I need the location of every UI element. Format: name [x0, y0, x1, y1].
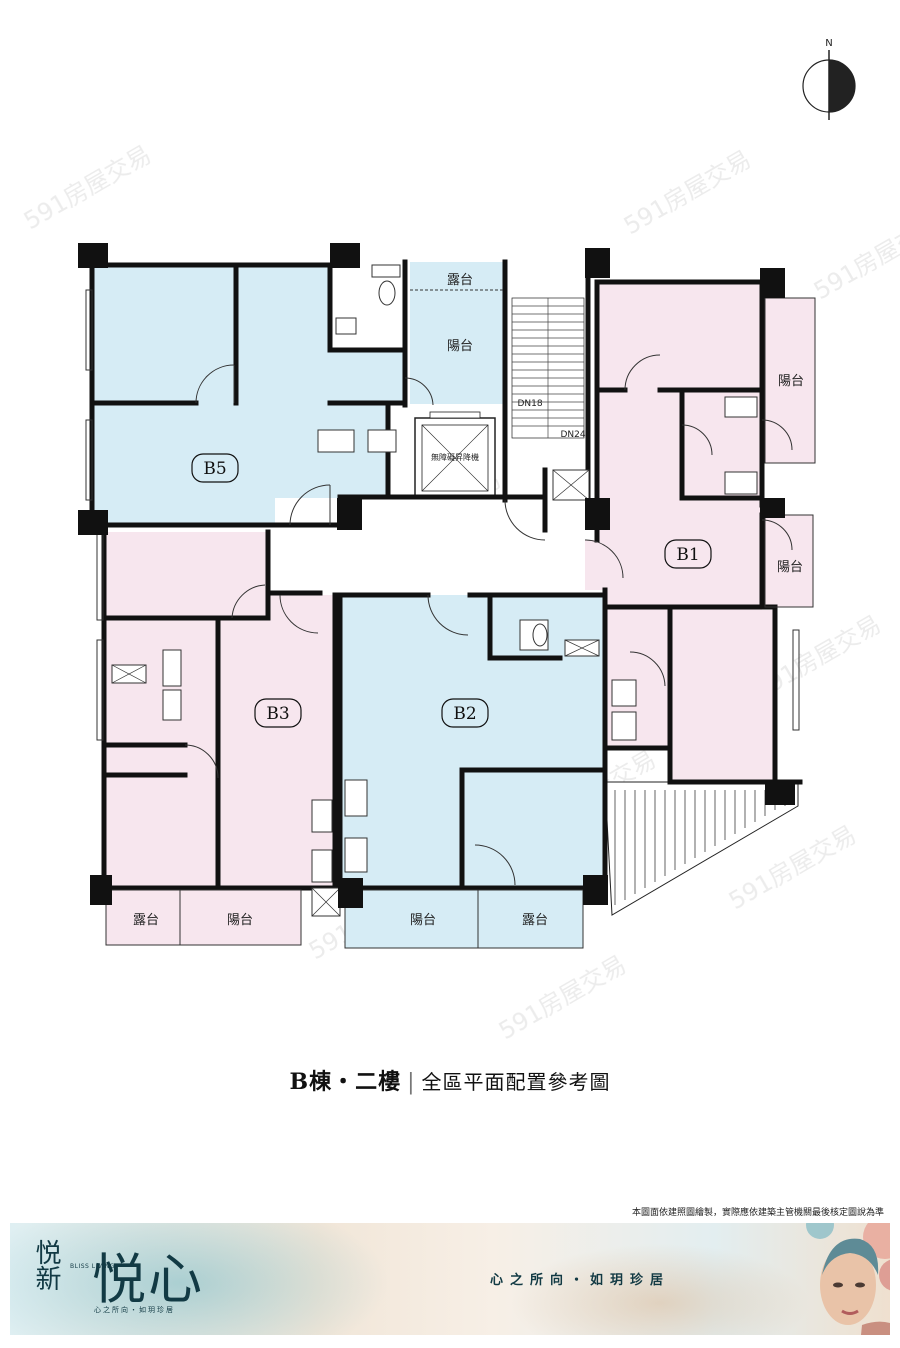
watermark-text: 591房屋交易 [494, 950, 631, 1045]
floor-plan: 591房屋交易 591房屋交易 591房屋交易 591房屋交易 591房屋交易 … [19, 38, 900, 1045]
stairs [511, 297, 585, 439]
structural-columns [78, 243, 795, 908]
logo-main: 悦心 [92, 1248, 204, 1311]
unit-b5-area [92, 265, 405, 525]
unit-b1-badge [664, 539, 712, 569]
balcony-outlines [85, 289, 816, 949]
caption-subtitle: 全區平面配置參考圖 [421, 1070, 611, 1094]
unit-b3-badge [254, 698, 302, 728]
top-terrace-label: 露台 [447, 273, 473, 288]
b2-balcony-label: 陽台 [410, 913, 436, 928]
watermark-text: 591房屋交易 [809, 210, 900, 305]
watermark-text: 591房屋交易 [619, 145, 756, 240]
brand-banner: 悦新 BLISS LIVING 悦心 心之所向・如玥珍居 心之所向・如玥珍居 [10, 1223, 890, 1335]
unit-b1-area [585, 282, 775, 782]
unit-b2-badge [441, 698, 489, 728]
compass: N [802, 38, 856, 120]
elevator-label: 無障礙昇降機 [431, 452, 479, 462]
b2-terrace-label: 露台 [522, 913, 548, 928]
unit-b3-label: B3 [266, 704, 289, 724]
logo-small-text: 悦新 [31, 1239, 61, 1291]
portrait-illustration [806, 1223, 890, 1335]
stair-dn18-label: DN18 [517, 399, 542, 409]
top-balcony-label: 陽台 [447, 339, 473, 354]
unit-b5-label: B5 [203, 459, 226, 479]
unit-b5-badge [191, 453, 239, 483]
b1-balcony-upper-label: 陽台 [778, 374, 804, 389]
b3-terrace-label: 露台 [133, 913, 159, 928]
compass-north-label: N [825, 38, 832, 49]
b1-balcony-lower-label: 陽台 [777, 560, 803, 575]
unit-b2-label: B2 [453, 704, 476, 724]
unit-b1-label: B1 [676, 545, 699, 565]
caption-separator: | [407, 1070, 416, 1095]
stair-dn24-label: DN24 [560, 430, 585, 440]
crossed-shafts [111, 469, 600, 917]
banner-slogan: 心之所向・如玥珍居 [490, 1273, 671, 1288]
b3-balcony-label: 陽台 [227, 913, 253, 928]
logo-tagline: 心之所向・如玥珍居 [94, 1306, 175, 1314]
unit-b2-area [340, 595, 605, 888]
logo-english: BLISS LIVING [70, 1263, 115, 1270]
hatched-balcony [604, 781, 799, 916]
b5-balcony-area [410, 262, 505, 404]
plan-caption: B棟・二樓|全區平面配置參考圖 [0, 1064, 900, 1096]
doors [184, 354, 793, 886]
watermark-text: 591房屋交易 [19, 140, 156, 235]
caption-building: B棟・二樓 [289, 1069, 402, 1095]
footer-disclaimer: 本圖面依建照圖繪製，實際應依建築主管機關最後核定圖說為準 [631, 1208, 884, 1218]
